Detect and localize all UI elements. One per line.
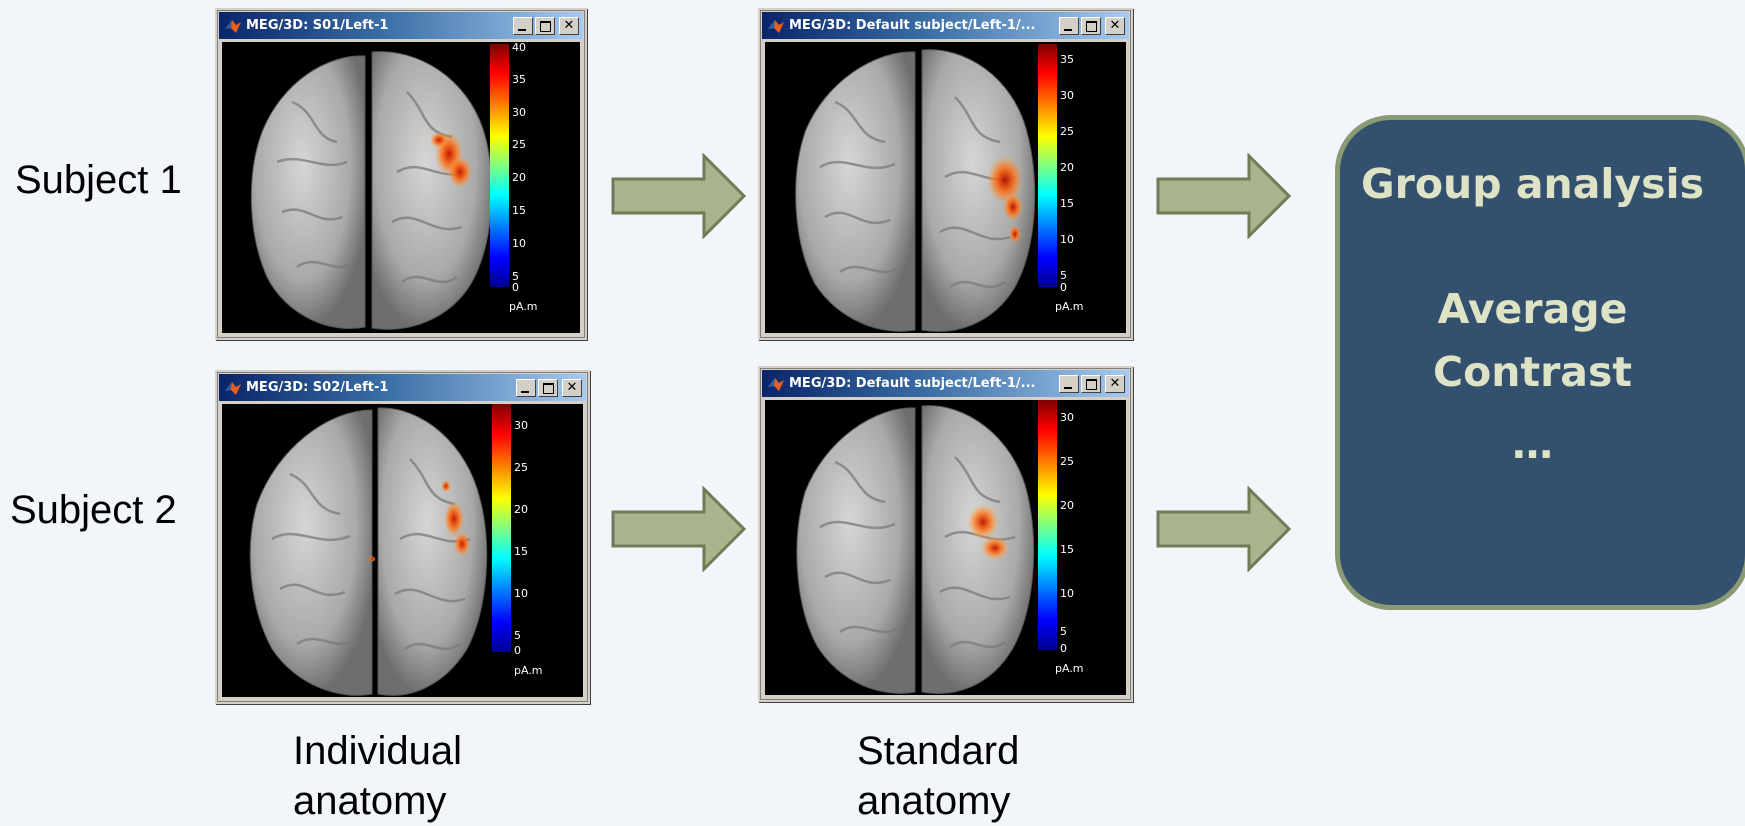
minimize-button[interactable] bbox=[513, 16, 533, 35]
minimize-button[interactable] bbox=[1059, 16, 1079, 35]
arrow-right-icon bbox=[611, 153, 747, 239]
close-button[interactable]: ✕ bbox=[1105, 374, 1125, 393]
arrow-right-icon bbox=[1156, 486, 1292, 572]
colorbar-tick: 10 bbox=[514, 587, 528, 600]
colorbar-tick: 0 bbox=[514, 644, 521, 657]
window-title: MEG/3D: S01/Left-1 bbox=[246, 18, 389, 33]
colorbar-tick: 25 bbox=[1060, 455, 1074, 468]
colorbar-tick: 20 bbox=[1060, 499, 1074, 512]
colorbar-tick: 35 bbox=[1060, 53, 1074, 66]
colorbar-tick: 30 bbox=[1060, 411, 1074, 424]
group-item-average: Average bbox=[1437, 285, 1628, 333]
matlab-icon bbox=[225, 19, 241, 33]
maximize-button[interactable] bbox=[1081, 374, 1101, 393]
colorbar-tick: 25 bbox=[512, 138, 526, 151]
colorbar-unit: pA.m bbox=[509, 300, 538, 313]
matlab-icon bbox=[768, 19, 784, 33]
maximize-button[interactable] bbox=[538, 378, 558, 397]
colorbar bbox=[490, 44, 509, 287]
column-label-standard-anatomy: Standard anatomy bbox=[857, 726, 1019, 826]
window-titlebar[interactable]: MEG/3D: Default subject/Left-1/... ✕ bbox=[762, 370, 1129, 397]
colorbar-tick: 35 bbox=[512, 73, 526, 86]
colorbar-tick: 5 bbox=[1060, 625, 1067, 638]
colorbar-tick: 5 bbox=[1060, 269, 1067, 282]
colorbar-tick: 30 bbox=[514, 419, 528, 432]
brain-window-s01-individual[interactable]: MEG/3D: S01/Left-1 ✕ 40 35 30 25 bbox=[215, 8, 587, 340]
group-item-contrast: Contrast bbox=[1433, 348, 1632, 396]
colorbar-tick: 10 bbox=[512, 237, 526, 250]
maximize-button[interactable] bbox=[1081, 16, 1101, 35]
matlab-icon bbox=[225, 381, 241, 395]
colorbar-tick: 20 bbox=[1060, 161, 1074, 174]
colorbar-tick: 0 bbox=[1060, 642, 1067, 655]
colorbar-tick: 30 bbox=[1060, 89, 1074, 102]
colorbar-tick: 0 bbox=[512, 281, 519, 294]
colorbar-tick: 5 bbox=[514, 629, 521, 642]
brain-window-s01-standard[interactable]: MEG/3D: Default subject/Left-1/... ✕ 35 bbox=[758, 8, 1133, 340]
group-analysis-box: Group analysis Average Contrast … bbox=[1335, 115, 1745, 610]
colorbar-unit: pA.m bbox=[1055, 300, 1084, 313]
colorbar-tick: 40 bbox=[512, 42, 526, 54]
colorbar-tick: 20 bbox=[512, 171, 526, 184]
colorbar-tick: 20 bbox=[514, 503, 528, 516]
column-label-line: Individual bbox=[293, 729, 463, 773]
activation-blob bbox=[444, 501, 464, 537]
colorbar-tick: 25 bbox=[514, 461, 528, 474]
arrow-right-icon bbox=[611, 486, 747, 572]
brain-window-s02-standard[interactable]: MEG/3D: Default subject/Left-1/... ✕ 30 … bbox=[758, 366, 1133, 702]
colorbar-tick: 10 bbox=[1060, 233, 1074, 246]
close-button[interactable]: ✕ bbox=[559, 16, 579, 35]
colorbar-tick: 15 bbox=[512, 204, 526, 217]
colorbar bbox=[492, 404, 511, 652]
colorbar-tick: 25 bbox=[1060, 125, 1074, 138]
column-label-individual-anatomy: Individual anatomy bbox=[293, 726, 462, 826]
close-button[interactable]: ✕ bbox=[1105, 16, 1125, 35]
window-title: MEG/3D: Default subject/Left-1/... bbox=[789, 18, 1036, 33]
window-titlebar[interactable]: MEG/3D: Default subject/Left-1/... ✕ bbox=[762, 12, 1129, 39]
column-label-line: anatomy bbox=[857, 779, 1011, 823]
maximize-button[interactable] bbox=[535, 16, 555, 35]
colorbar bbox=[1038, 400, 1057, 650]
window-title: MEG/3D: S02/Left-1 bbox=[246, 380, 389, 395]
brain-surface bbox=[796, 405, 1035, 694]
colorbar-tick: 30 bbox=[512, 106, 526, 119]
window-title: MEG/3D: Default subject/Left-1/... bbox=[789, 376, 1036, 391]
window-titlebar[interactable]: MEG/3D: S02/Left-1 ✕ bbox=[219, 374, 586, 401]
colorbar-tick: 0 bbox=[1060, 281, 1067, 294]
column-label-line: anatomy bbox=[293, 779, 447, 823]
window-titlebar[interactable]: MEG/3D: S01/Left-1 ✕ bbox=[219, 12, 583, 39]
brain-surface bbox=[249, 407, 488, 696]
colorbar bbox=[1038, 44, 1057, 287]
group-item-ellipsis: … bbox=[1512, 420, 1553, 468]
colorbar-unit: pA.m bbox=[514, 664, 543, 677]
colorbar-tick: 15 bbox=[1060, 197, 1074, 210]
minimize-button[interactable] bbox=[1059, 374, 1079, 393]
activation-blob bbox=[967, 504, 999, 540]
matlab-icon bbox=[768, 377, 784, 391]
brain-surface bbox=[795, 49, 1036, 332]
arrow-right-icon bbox=[1156, 153, 1292, 239]
brain-surface bbox=[250, 51, 493, 330]
row-label-subject-1: Subject 1 bbox=[15, 158, 182, 202]
colorbar-tick: 5 bbox=[512, 270, 519, 283]
brain-window-s02-individual[interactable]: MEG/3D: S02/Left-1 ✕ 30 25 20 bbox=[215, 370, 590, 704]
close-button[interactable]: ✕ bbox=[562, 378, 582, 397]
column-label-line: Standard bbox=[857, 729, 1020, 773]
colorbar-tick: 15 bbox=[514, 545, 528, 558]
brain-view-3d[interactable]: 30 25 20 15 10 5 0 pA.m bbox=[222, 404, 583, 697]
colorbar-tick: 15 bbox=[1060, 543, 1074, 556]
colorbar-unit: pA.m bbox=[1055, 662, 1084, 675]
colorbar-tick: 10 bbox=[1060, 587, 1074, 600]
brain-view-3d[interactable]: 35 30 25 20 15 10 5 0 pA.m bbox=[765, 42, 1126, 333]
brain-view-3d[interactable]: 30 25 20 15 10 5 0 pA.m bbox=[765, 400, 1126, 695]
group-analysis-title: Group analysis bbox=[1360, 160, 1704, 208]
minimize-button[interactable] bbox=[516, 378, 536, 397]
brain-view-3d[interactable]: 40 35 30 25 20 15 10 5 0 pA.m bbox=[222, 42, 580, 333]
activation-blob bbox=[987, 156, 1023, 204]
row-label-subject-2: Subject 2 bbox=[10, 488, 177, 532]
